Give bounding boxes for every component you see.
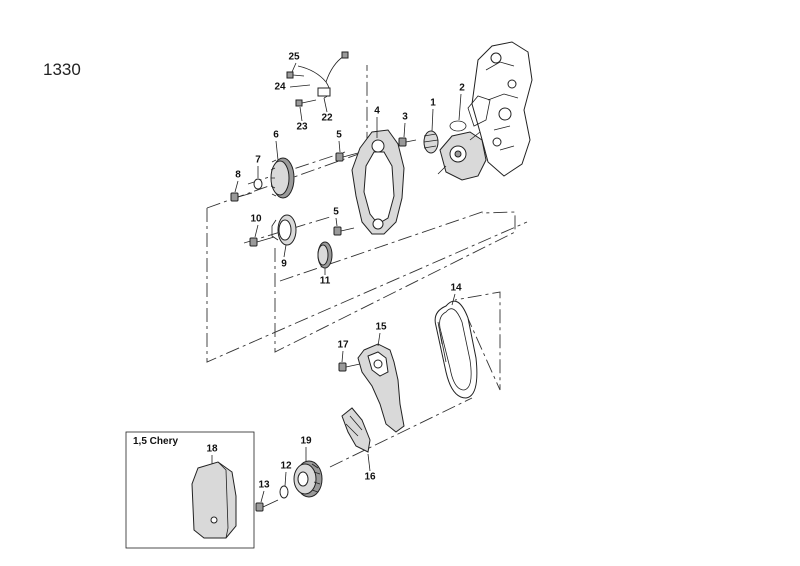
timing-plate [351,129,405,235]
callout-18[interactable]: 18 [206,443,218,455]
bolt-13 [255,499,279,512]
front-plane [329,397,473,468]
variant-inset-box [125,431,255,549]
callout-14[interactable]: 14 [450,282,462,294]
bolt-3 [398,137,417,147]
tensioner-pulley [271,214,297,246]
callout-24[interactable]: 24 [274,81,286,93]
callout-22[interactable]: 22 [321,112,333,124]
callout-8[interactable]: 8 [235,169,241,181]
callout-23[interactable]: 23 [296,121,308,133]
inset-frame [125,431,255,549]
callout-5-upper[interactable]: 5 [336,129,342,141]
pump-housing [423,130,487,181]
callout-1[interactable]: 1 [430,97,436,109]
callout-11[interactable]: 11 [319,275,331,287]
callout-6[interactable]: 6 [273,129,279,141]
belt-plane [454,291,501,391]
cam-gear [270,157,295,199]
callout-7[interactable]: 7 [255,154,261,166]
callout-4[interactable]: 4 [374,105,380,117]
gear-axis-line [247,151,346,185]
o-ring [449,120,467,132]
callout-12[interactable]: 12 [280,460,292,472]
engine-block [467,41,533,177]
timing-belt [434,300,478,399]
rear-plane-lines [206,208,528,363]
callout-2[interactable]: 2 [459,82,465,94]
sensor-assembly [286,51,349,107]
upper-timing-cover [357,343,405,433]
callout-17[interactable]: 17 [337,339,349,351]
bolt-8 [230,192,253,202]
leader-lines [211,62,462,503]
bolt-5-upper [335,152,359,162]
callout-5-lower[interactable]: 5 [333,206,339,218]
mid-plane-top [279,210,486,282]
inset-label: 1,5 Chery [133,436,179,447]
callout-15[interactable]: 15 [375,321,387,333]
callout-19[interactable]: 19 [300,435,312,447]
lower-timing-cover [341,407,371,453]
callout-25[interactable]: 25 [288,51,300,63]
page-number: 1330 [43,60,81,79]
callout-9[interactable]: 9 [281,258,287,270]
callout-13[interactable]: 13 [258,479,270,491]
callout-10[interactable]: 10 [250,213,262,225]
bolt-10 [249,236,275,247]
crank-pulley [293,460,323,498]
timing-cover-18 [191,461,237,539]
crank-sprocket [317,241,333,269]
bolt-5-lower [333,226,355,236]
mid-plane-lines [274,211,516,353]
callout-16[interactable]: 16 [364,471,376,483]
washer-12 [279,485,289,499]
callout-3[interactable]: 3 [402,111,408,123]
washer-7 [253,178,263,190]
bolt-17 [338,362,361,372]
